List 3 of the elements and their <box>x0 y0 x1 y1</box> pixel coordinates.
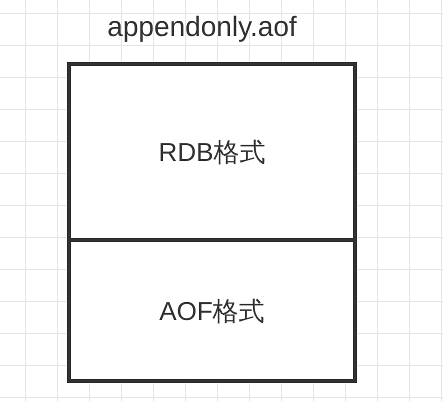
section-label: RDB格式 <box>158 137 266 167</box>
file-name-label: appendonly.aof <box>107 10 297 44</box>
section-label: AOF格式 <box>159 296 265 326</box>
